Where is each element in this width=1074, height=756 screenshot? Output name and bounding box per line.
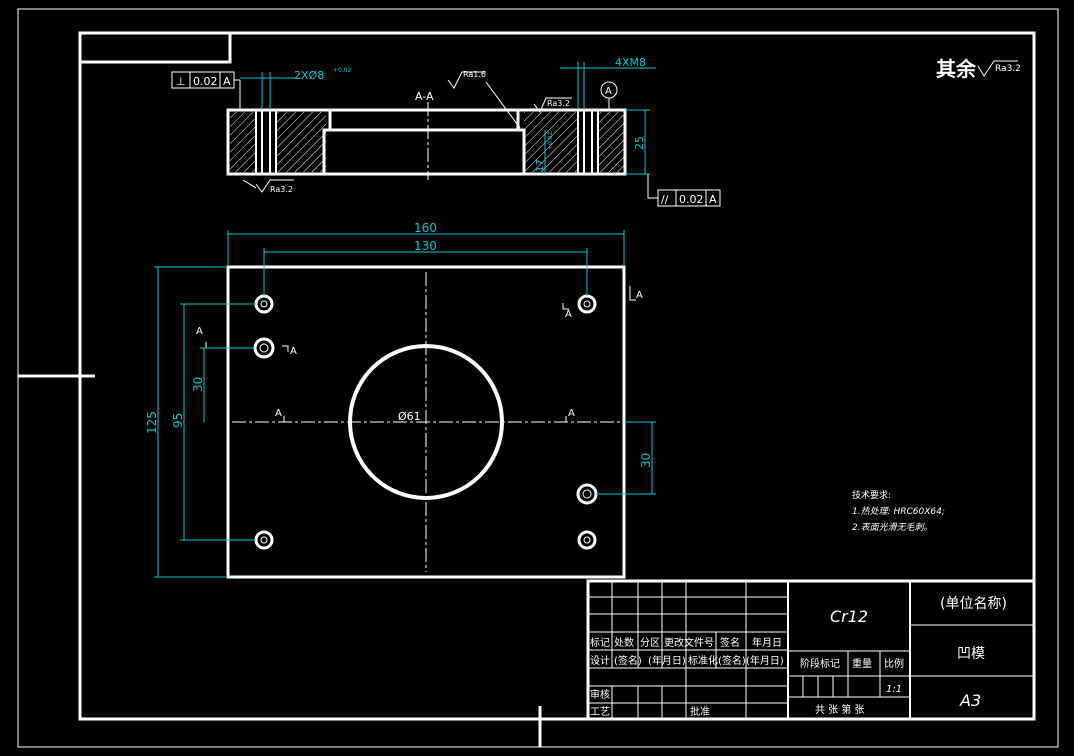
svg-text:160: 160 — [414, 221, 437, 235]
svg-text:A: A — [568, 408, 575, 419]
svg-text:比例: 比例 — [884, 657, 904, 670]
general-roughness-note: 其余 Ra3.2 — [936, 57, 1021, 81]
svg-text:+0.02: +0.02 — [547, 131, 554, 150]
svg-text:Cr12: Cr12 — [830, 607, 868, 626]
svg-text:130: 130 — [414, 239, 437, 253]
svg-text:(年月日): (年月日) — [746, 654, 784, 667]
svg-text:30: 30 — [639, 453, 653, 468]
svg-text:分区: 分区 — [640, 637, 660, 649]
svg-text:工艺: 工艺 — [590, 706, 610, 718]
svg-text:0.02: 0.02 — [679, 193, 704, 206]
svg-text:1.热处理: HRC60X64;: 1.热处理: HRC60X64; — [852, 506, 945, 517]
dowel-hole — [576, 483, 598, 505]
section-hatch — [276, 112, 326, 172]
pocket-edge — [516, 110, 526, 174]
svg-text:签名: 签名 — [720, 636, 740, 649]
svg-text:A: A — [709, 193, 717, 206]
svg-text:Ra3.2: Ra3.2 — [995, 64, 1021, 74]
svg-text:设计: 设计 — [590, 654, 610, 667]
svg-text:标准化: 标准化 — [688, 654, 718, 667]
svg-text:A: A — [275, 408, 282, 419]
svg-text:凹模: 凹模 — [957, 646, 985, 662]
svg-text:(签名): (签名) — [614, 654, 642, 667]
svg-text:重量: 重量 — [852, 657, 872, 670]
svg-text://: // — [661, 193, 669, 206]
section-outline — [226, 108, 627, 176]
svg-text:A3: A3 — [959, 691, 981, 710]
svg-text:Ra3.2: Ra3.2 — [270, 185, 293, 194]
svg-text:30: 30 — [191, 377, 205, 392]
svg-text:125: 125 — [145, 411, 159, 434]
mounting-hole — [254, 530, 274, 550]
svg-text:A-A: A-A — [415, 90, 434, 103]
svg-text:处数: 处数 — [614, 636, 634, 649]
section-hatch — [230, 112, 256, 172]
svg-text:A: A — [290, 346, 297, 357]
dowel-hole — [253, 337, 275, 359]
plate-outline — [226, 265, 626, 579]
svg-text:阶段标记: 阶段标记 — [800, 657, 840, 670]
svg-text:25: 25 — [633, 136, 646, 150]
svg-text:Ø61: Ø61 — [398, 410, 421, 423]
center-bore — [348, 344, 504, 500]
svg-text:批准: 批准 — [690, 705, 710, 718]
svg-text:年月日: 年月日 — [752, 636, 782, 649]
svg-text:A: A — [605, 86, 612, 97]
svg-text:技术要求:: 技术要求: — [852, 489, 891, 501]
svg-text:4XM8: 4XM8 — [615, 56, 646, 69]
svg-text:Ra3.2: Ra3.2 — [547, 99, 570, 108]
svg-text:(签名): (签名) — [718, 654, 746, 667]
svg-text:标记: 标记 — [590, 637, 610, 649]
svg-text:0.02: 0.02 — [193, 75, 218, 88]
svg-text:更改文件号: 更改文件号 — [664, 636, 714, 649]
svg-text:2.表面光滑无毛刺。: 2.表面光滑无毛刺。 — [852, 522, 933, 533]
svg-text:A: A — [636, 290, 643, 301]
title-block: 标记 处数 分区 更改文件号 签名 年月日 设计 (签名) (年月日) 标准化 … — [586, 579, 1036, 721]
section-view: A-A 2XØ8 +0.02 4XM8 A ⊥ 0.02 A // 0.02 A — [171, 56, 721, 207]
svg-text:Ra1.6: Ra1.6 — [463, 70, 486, 79]
svg-text:共 张 第 张: 共 张 第 张 — [815, 703, 865, 716]
mounting-hole — [577, 530, 597, 550]
mounting-hole — [254, 294, 274, 314]
section-hatch — [524, 112, 578, 172]
section-hatch — [598, 112, 624, 172]
svg-text:95: 95 — [171, 413, 185, 428]
svg-text:A: A — [223, 75, 231, 88]
svg-text:2XØ8: 2XØ8 — [294, 69, 324, 82]
svg-text:A: A — [196, 326, 203, 337]
svg-text:1:1: 1:1 — [886, 684, 902, 695]
svg-text:⊥: ⊥ — [176, 75, 186, 88]
drawing-frame — [17, 8, 1059, 748]
svg-text:(单位名称): (单位名称) — [940, 596, 1007, 612]
svg-text:A: A — [565, 309, 572, 320]
svg-text:17: 17 — [535, 159, 546, 172]
technical-requirements: 技术要求: 1.热处理: HRC60X64; 2.表面光滑无毛刺。 — [852, 489, 945, 533]
mounting-hole — [577, 294, 597, 314]
svg-text:其余: 其余 — [936, 57, 977, 81]
svg-text:(年月日): (年月日) — [648, 654, 686, 667]
plan-view: Ø61 A A A A A A 160 130 125 — [145, 221, 656, 579]
svg-text:审核: 审核 — [590, 688, 610, 701]
svg-text:+0.02: +0.02 — [333, 67, 352, 74]
